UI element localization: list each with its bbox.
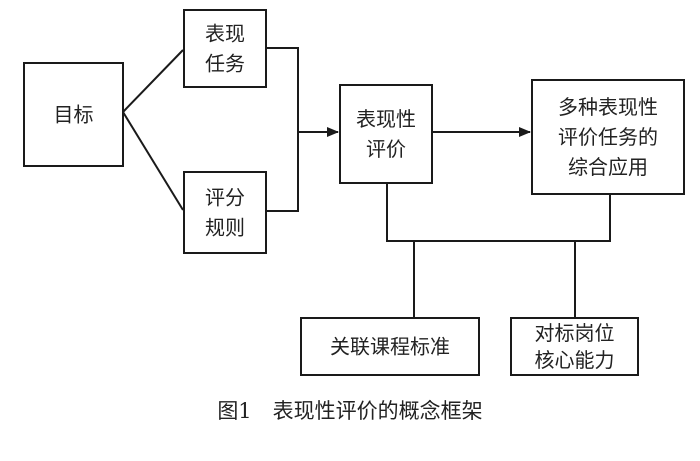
node-scoring-rules: 评分规则 (183, 171, 267, 254)
node-job-competency-text: 对标岗位核心能力 (535, 321, 615, 372)
node-performance-task: 表现任务 (183, 9, 267, 88)
node-text-line: 表现 (205, 22, 245, 46)
node-job-competency: 对标岗位核心能力 (510, 317, 639, 376)
node-text-line: 核心能力 (535, 348, 615, 372)
node-text-line: 评分 (205, 186, 245, 210)
node-text-line: 评价任务的 (558, 125, 658, 149)
edge-goal-to-task (122, 49, 184, 113)
node-text-line: 表现性 (356, 107, 416, 131)
edge-goal-to-rules (122, 111, 184, 211)
node-multi-task-application: 多种表现性评价任务的综合应用 (531, 79, 685, 195)
node-multi-task-application-text: 多种表现性评价任务的综合应用 (558, 95, 658, 179)
node-goal: 目标 (23, 62, 124, 167)
node-scoring-rules-text: 评分规则 (205, 186, 245, 240)
node-goal-text: 目标 (54, 103, 94, 127)
node-text-line: 多种表现性 (558, 95, 658, 119)
node-text-line: 关联课程标准 (330, 335, 450, 359)
figure-caption: 图1 表现性评价的概念框架 (217, 399, 482, 423)
node-performance-task-text: 表现任务 (205, 22, 245, 76)
node-text-line: 目标 (54, 103, 94, 127)
node-text-line: 规则 (205, 216, 245, 240)
node-text-line: 任务 (205, 52, 245, 76)
edge-bottom-connector (386, 183, 611, 242)
node-curriculum-standards-text: 关联课程标准 (330, 335, 450, 359)
node-text-line: 评价 (366, 137, 406, 161)
edge-task-rules-bracket (266, 47, 299, 212)
node-curriculum-standards: 关联课程标准 (300, 317, 480, 376)
node-text-line: 对标岗位 (535, 321, 615, 345)
edges (122, 47, 611, 318)
node-performance-assessment: 表现性评价 (339, 84, 433, 184)
node-text-line: 综合应用 (568, 155, 648, 179)
node-performance-assessment-text: 表现性评价 (356, 107, 416, 161)
